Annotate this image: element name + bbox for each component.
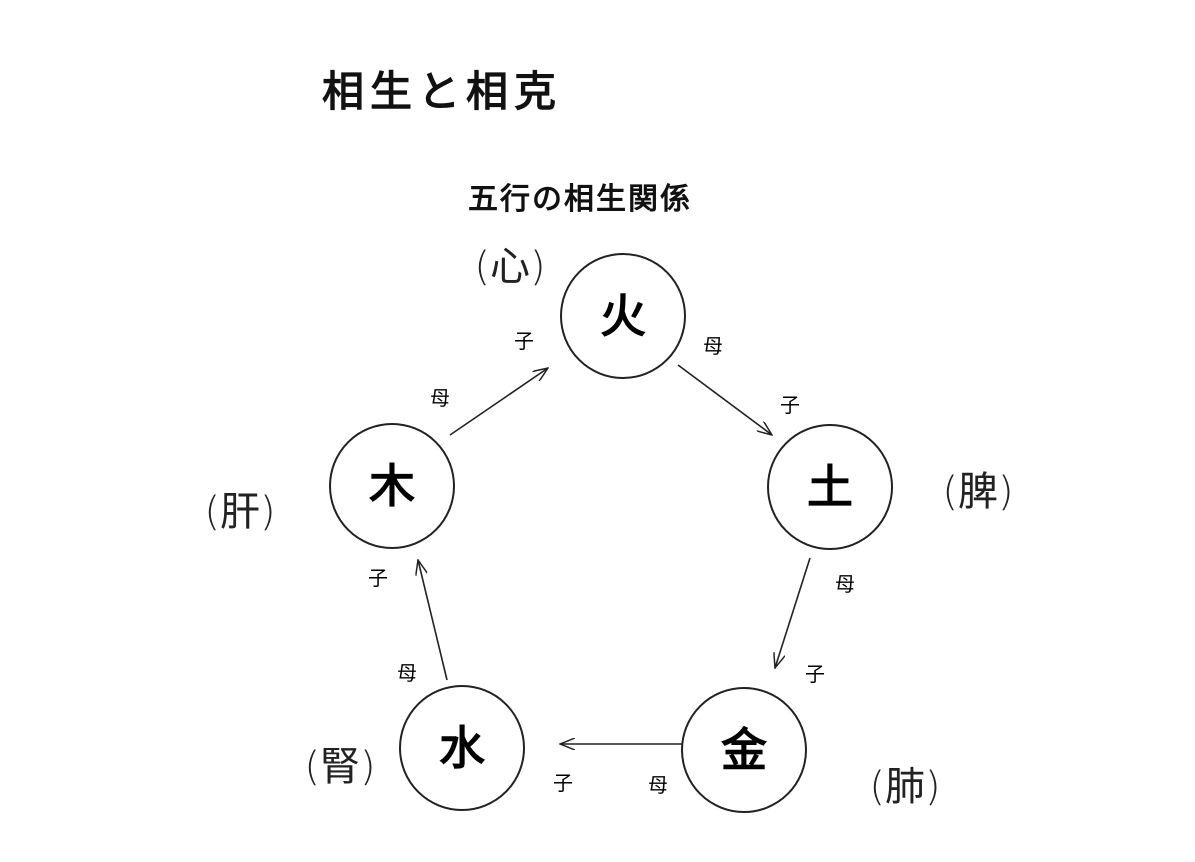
earth-label: 土 (807, 460, 853, 514)
child-label: 子 (553, 771, 573, 795)
mother-label: 母 (703, 334, 723, 358)
arrow-earth-to-metal (775, 557, 811, 668)
metal-label: 金 (720, 723, 768, 777)
metal-organ-note: (肺) (869, 764, 940, 810)
fire-organ-note: (心) (474, 244, 545, 290)
mother-label: 母 (648, 773, 668, 797)
water-node (399, 685, 525, 811)
mother-label: 母 (430, 386, 450, 410)
earth-node (767, 424, 893, 550)
page-title: 相生と相克 (322, 67, 563, 116)
child-label: 子 (368, 566, 388, 590)
wood-label: 木 (369, 459, 415, 513)
child-label: 子 (514, 329, 534, 353)
arrow-fire-to-earth (677, 364, 772, 435)
arrow-wood-to-fire (449, 368, 548, 436)
diagram-subtitle: 五行の相生関係 (468, 182, 692, 217)
metal-node (681, 687, 807, 813)
fire-label: 火 (600, 289, 646, 343)
water-organ-note: (腎) (304, 744, 375, 790)
wood-node (329, 423, 455, 549)
mother-label: 母 (397, 661, 417, 685)
arrow-water-to-wood (418, 560, 448, 681)
water-label: 水 (439, 721, 486, 775)
child-label: 子 (805, 662, 825, 686)
fire-node (560, 253, 686, 379)
child-label: 子 (780, 393, 800, 417)
earth-organ-note: (脾) (942, 469, 1013, 515)
wood-organ-note: (肝) (204, 489, 275, 535)
mother-label: 母 (835, 572, 855, 596)
